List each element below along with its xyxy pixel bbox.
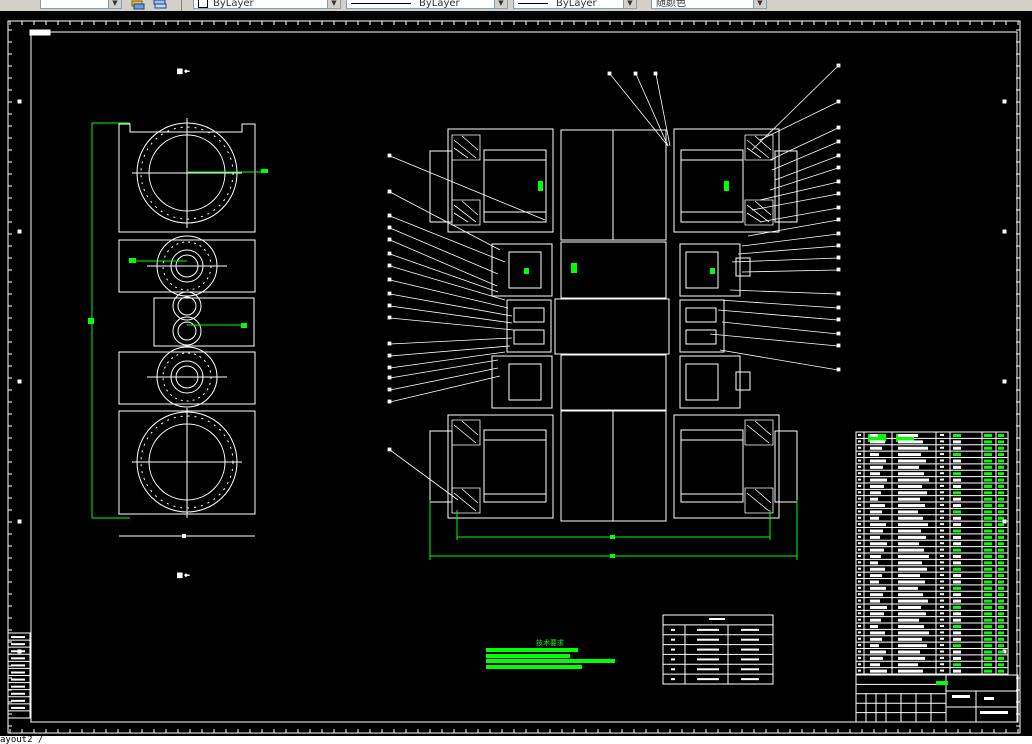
front-view-green-markers	[524, 181, 729, 274]
dropdown-arrow-icon[interactable]: ▼	[494, 0, 507, 8]
lineweight-combo-value: ByLayer	[556, 0, 597, 9]
properties-toolbar: ▼ ByLayer ▼ ByLayer ▼ ByLayer ▼ 随颜色 ▼	[0, 0, 1032, 12]
linetype-preview	[351, 2, 411, 4]
color-swatch-icon	[198, 0, 208, 8]
layer-combo-value: ByLayer	[213, 0, 254, 9]
parameter-table	[662, 614, 774, 685]
dropdown-arrow-icon[interactable]: ▼	[623, 0, 636, 8]
plot-style-combo-value: 随颜色	[656, 0, 686, 9]
balloon-leader-lines	[387, 63, 841, 501]
side-view-dimensions	[88, 122, 268, 519]
front-view	[429, 128, 798, 522]
svg-text:■ ←: ■ ←	[177, 572, 190, 579]
dropdown-arrow-icon[interactable]: ▼	[327, 0, 340, 8]
cad-drawing-canvas[interactable]: ■ ← ■ ←	[0, 11, 1032, 736]
title-block	[855, 674, 1019, 723]
tech-req-title: 技术要求	[536, 638, 564, 647]
layer-previous-icon[interactable]	[131, 0, 145, 10]
lineweight-preview	[518, 2, 548, 4]
plot-style-combo[interactable]: 随颜色 ▼	[651, 0, 767, 9]
layer-state-combo[interactable]: ▼	[40, 0, 122, 9]
layer-stack-icon[interactable]	[153, 0, 167, 10]
parts-list-table	[855, 431, 1009, 675]
command-line-text: ayout2 /	[0, 736, 44, 744]
linetype-combo-value: ByLayer	[419, 0, 460, 9]
front-view-hatching	[451, 134, 774, 514]
side-view: ■ ← ■ ←	[118, 68, 256, 580]
linetype-combo[interactable]: ByLayer ▼	[346, 0, 508, 9]
layer-combo[interactable]: ByLayer ▼	[193, 0, 341, 9]
lineweight-combo[interactable]: ByLayer ▼	[513, 0, 637, 9]
toolbar-separator	[181, 0, 182, 11]
front-view-dimensions	[429, 500, 798, 560]
technical-requirements: 技术要求	[486, 638, 615, 669]
command-line[interactable]: ayout2 /	[0, 736, 1032, 744]
dropdown-arrow-icon[interactable]: ▼	[108, 0, 121, 8]
svg-text:■ ←: ■ ←	[177, 68, 190, 75]
revision-mini-table	[7, 632, 31, 719]
dropdown-arrow-icon[interactable]: ▼	[753, 0, 766, 8]
